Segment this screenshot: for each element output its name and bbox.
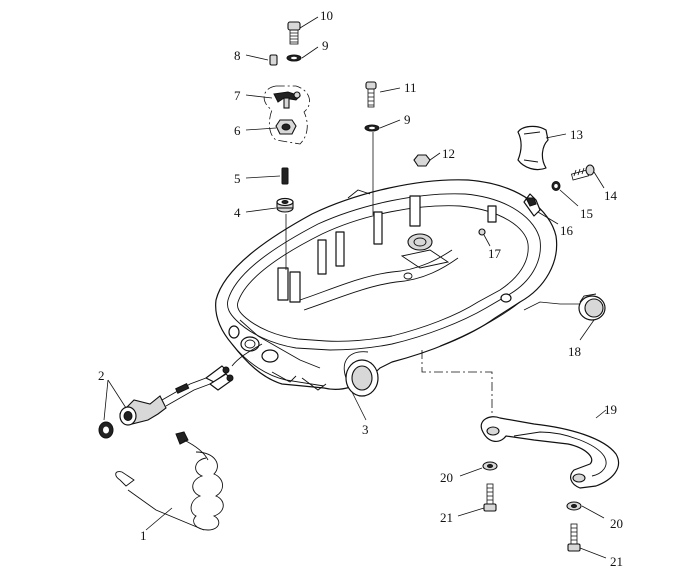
part-9-washer-upper (286, 54, 302, 62)
part-21-bolt-left (483, 483, 497, 512)
callout-21-right: 21 (610, 554, 623, 569)
part-17-plug (478, 228, 486, 236)
part-4-bushing (276, 197, 294, 213)
callout-5: 5 (234, 171, 241, 186)
part-18-cap (578, 293, 606, 321)
callout-17: 17 (488, 246, 502, 261)
callout-21-left: 21 (440, 510, 453, 525)
part-2-stop-switch (98, 395, 167, 439)
part-11-bolt (365, 81, 377, 108)
part-5-screw (281, 167, 289, 185)
part-1-lanyard (115, 431, 224, 531)
callout-9-lower: 9 (404, 112, 411, 127)
part-16-bracket (523, 193, 541, 217)
callout-13: 13 (570, 127, 583, 142)
part-15-washer (551, 181, 561, 191)
part-9-washer-lower (364, 124, 380, 132)
callout-3: 3 (362, 422, 369, 437)
callout-20-right: 20 (610, 516, 623, 531)
callout-2: 2 (98, 368, 105, 383)
callout-16: 16 (560, 223, 574, 238)
callout-11: 11 (404, 80, 417, 95)
leader-lines (103, 16, 607, 559)
callout-9-upper: 9 (322, 38, 329, 53)
part-7-lever-assembly (263, 85, 310, 145)
callout-7: 7 (234, 88, 241, 103)
callout-19: 19 (604, 402, 617, 417)
part-10-bolt (287, 21, 301, 45)
part-12-nut (413, 154, 431, 167)
part-21-bolt-right (567, 523, 581, 552)
callout-14: 14 (604, 188, 618, 203)
leader-18-to-cowling (523, 301, 580, 311)
part-19-carry-handle (480, 416, 620, 489)
part-20-washer-right (566, 501, 582, 511)
callout-18: 18 (568, 344, 581, 359)
callout-labels: 1 2 3 4 5 6 7 8 9 9 10 11 12 13 14 15 16… (98, 8, 623, 569)
part-20-washer-left (482, 461, 498, 471)
bottom-cowling (215, 179, 558, 397)
part-6-nut-housing (275, 119, 297, 135)
part-13-clip (517, 125, 549, 171)
callout-4: 4 (234, 205, 241, 220)
callout-20-left: 20 (440, 470, 453, 485)
callout-6: 6 (234, 123, 241, 138)
centerline-handle (421, 350, 493, 416)
callout-1: 1 (140, 528, 147, 543)
part-8-pin (269, 54, 278, 66)
callout-12: 12 (442, 146, 455, 161)
callout-15: 15 (580, 206, 593, 221)
wire-harness (161, 343, 263, 407)
callout-10: 10 (320, 8, 333, 23)
part-14-screw (571, 164, 595, 181)
callout-8: 8 (234, 48, 241, 63)
